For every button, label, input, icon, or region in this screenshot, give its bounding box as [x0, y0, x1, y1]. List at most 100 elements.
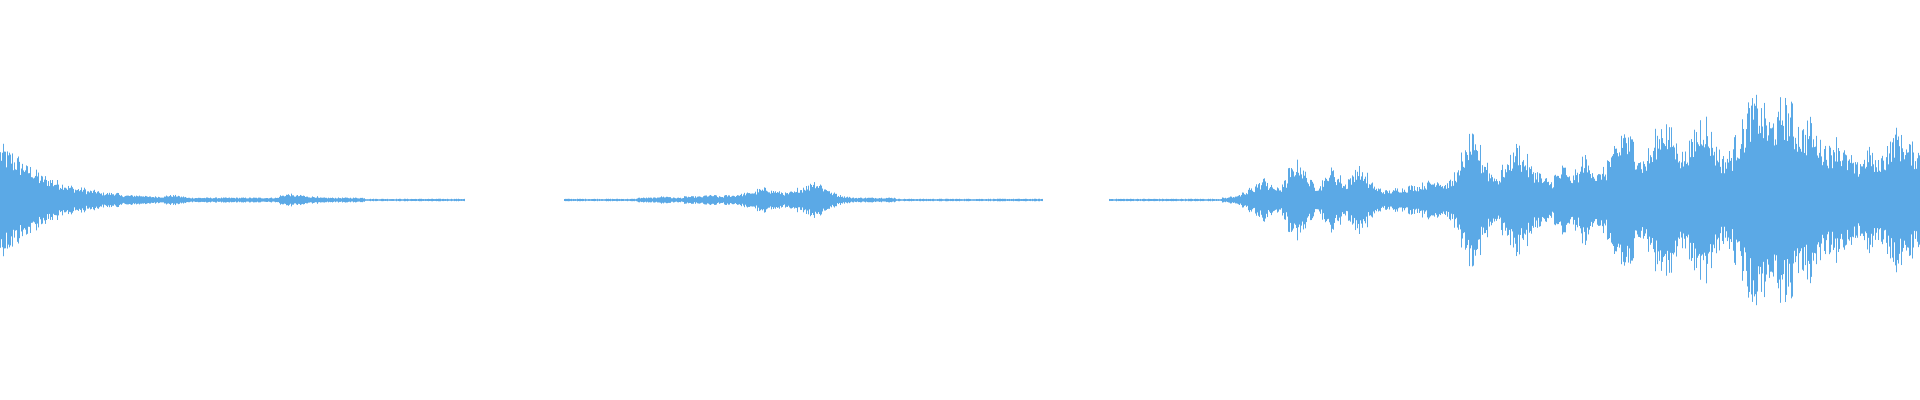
waveform-sample — [773, 191, 774, 209]
waveform-sample — [1315, 190, 1316, 210]
waveform-sample — [1148, 198, 1149, 202]
waveform-sample — [1584, 168, 1585, 232]
waveform-sample — [1565, 167, 1566, 233]
waveform-sample — [326, 197, 327, 203]
waveform-sample — [371, 199, 372, 201]
waveform-sample — [1378, 188, 1379, 212]
waveform-sample — [1339, 182, 1340, 218]
waveform-sample — [259, 197, 260, 203]
waveform-sample — [185, 196, 186, 204]
waveform-sample — [1021, 199, 1022, 201]
waveform-sample — [51, 183, 52, 217]
waveform-sample — [1872, 152, 1873, 248]
waveform-sample — [1015, 198, 1016, 202]
waveform-sample — [961, 199, 962, 201]
waveform-sample — [1438, 183, 1439, 217]
waveform-sample — [1125, 199, 1126, 201]
waveform-sample — [1012, 199, 1013, 201]
waveform-sample — [83, 189, 84, 211]
waveform-sample — [1894, 157, 1895, 243]
waveform-sample — [12, 153, 13, 247]
waveform-sample — [1255, 186, 1256, 214]
waveform-sample — [1714, 151, 1715, 249]
waveform-sample — [1250, 189, 1251, 211]
waveform-sample — [831, 192, 832, 208]
waveform-sample — [1512, 168, 1513, 232]
waveform-sample — [128, 195, 129, 205]
waveform-sample — [1416, 191, 1417, 209]
waveform-sample — [860, 197, 861, 203]
waveform-sample — [569, 198, 570, 202]
waveform-sample — [242, 197, 243, 203]
waveform-sample — [932, 198, 933, 202]
waveform-sample — [863, 198, 864, 202]
waveform-sample — [131, 195, 132, 205]
waveform-sample — [1215, 199, 1216, 201]
waveform-sample — [610, 198, 611, 202]
waveform-sample — [921, 199, 922, 201]
waveform-sample — [1497, 181, 1498, 219]
waveform-sample — [859, 197, 860, 203]
waveform-sample — [1447, 183, 1448, 217]
waveform-sample — [718, 197, 719, 203]
waveform-sample — [116, 193, 117, 207]
waveform-sample — [1132, 199, 1133, 201]
waveform-sample — [438, 198, 439, 202]
waveform-sample — [269, 198, 270, 202]
waveform-sample — [851, 198, 852, 202]
waveform-sample — [364, 198, 365, 202]
waveform-sample — [1586, 159, 1587, 241]
waveform-sample — [1564, 167, 1565, 233]
waveform-sample — [719, 196, 720, 204]
waveform-sample — [973, 199, 974, 201]
waveform-sample — [50, 180, 51, 220]
waveform-sample — [1202, 198, 1203, 202]
waveform-sample — [1518, 165, 1519, 235]
waveform-sample — [957, 198, 958, 202]
waveform-sample — [717, 196, 718, 204]
waveform-sample — [1776, 144, 1777, 256]
waveform-sample — [1237, 196, 1238, 204]
waveform-sample — [1656, 159, 1657, 241]
waveform-sample — [714, 195, 715, 205]
waveform-sample — [1482, 165, 1483, 235]
waveform-sample — [946, 198, 947, 202]
waveform-sample — [1444, 186, 1445, 214]
waveform-sample — [1414, 186, 1415, 214]
waveform-sample — [292, 195, 293, 205]
waveform-sample — [956, 198, 957, 202]
waveform-sample — [1751, 105, 1752, 295]
waveform-sample — [1166, 198, 1167, 202]
waveform-sample — [826, 190, 827, 210]
waveform-sample — [1632, 139, 1633, 261]
waveform-sample — [124, 196, 125, 204]
waveform-sample — [883, 198, 884, 202]
waveform-sample — [1591, 178, 1592, 222]
waveform-sample — [1645, 166, 1646, 234]
waveform-sample — [422, 199, 423, 201]
waveform-sample — [1207, 199, 1208, 201]
waveform-sample — [1616, 148, 1617, 252]
waveform-sample — [1371, 183, 1372, 217]
waveform-sample — [1506, 172, 1507, 228]
waveform-sample — [307, 196, 308, 204]
waveform-sample — [857, 198, 858, 202]
waveform-sample — [793, 192, 794, 208]
waveform-sample — [5, 151, 6, 249]
waveform-sample — [1135, 199, 1136, 201]
waveform-sample — [356, 197, 357, 203]
waveform-sample — [1404, 189, 1405, 211]
waveform-sample — [1476, 149, 1477, 251]
waveform-sample — [1508, 165, 1509, 235]
waveform-sample — [715, 195, 716, 205]
waveform-sample — [1590, 174, 1591, 226]
waveform-sample — [645, 198, 646, 202]
waveform-sample — [901, 199, 902, 201]
waveform-sample — [1574, 180, 1575, 220]
waveform-sample — [251, 198, 252, 202]
waveform-sample — [1008, 199, 1009, 201]
waveform-sample — [603, 199, 604, 201]
waveform-sample — [1538, 182, 1539, 218]
waveform-sample — [1304, 175, 1305, 225]
waveform-sample — [455, 199, 456, 201]
